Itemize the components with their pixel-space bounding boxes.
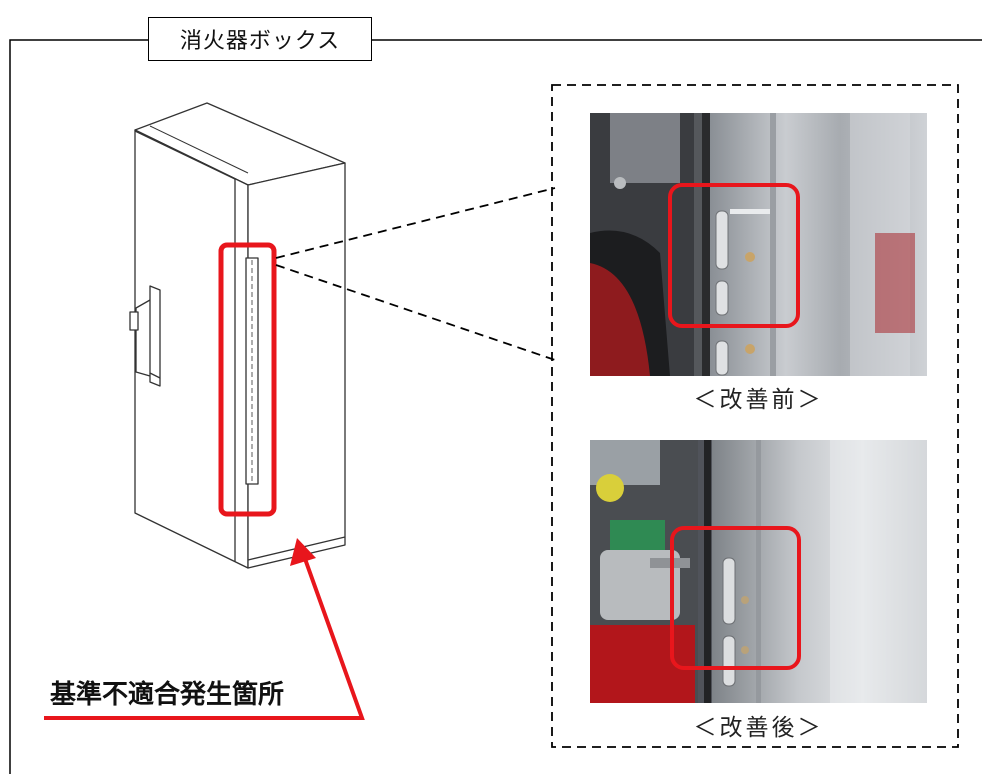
caption-before: ＜改善前＞	[693, 387, 824, 413]
photo-panel-dashed-box	[551, 84, 959, 748]
photo-before	[590, 113, 927, 376]
callout-line-lower	[275, 264, 556, 361]
outer-frame	[9, 39, 148, 774]
caption-after: ＜改善後＞	[693, 715, 824, 741]
extinguisher-cabinet-drawing	[129, 102, 346, 569]
page-title: 消火器ボックス	[148, 17, 372, 61]
hinge-highlight-box	[218, 242, 277, 517]
photo-after	[590, 440, 927, 703]
red-arrow	[44, 538, 365, 720]
callout-line-upper	[275, 187, 556, 259]
nonconformity-location-label: 基準不適合発生箇所	[50, 680, 285, 710]
